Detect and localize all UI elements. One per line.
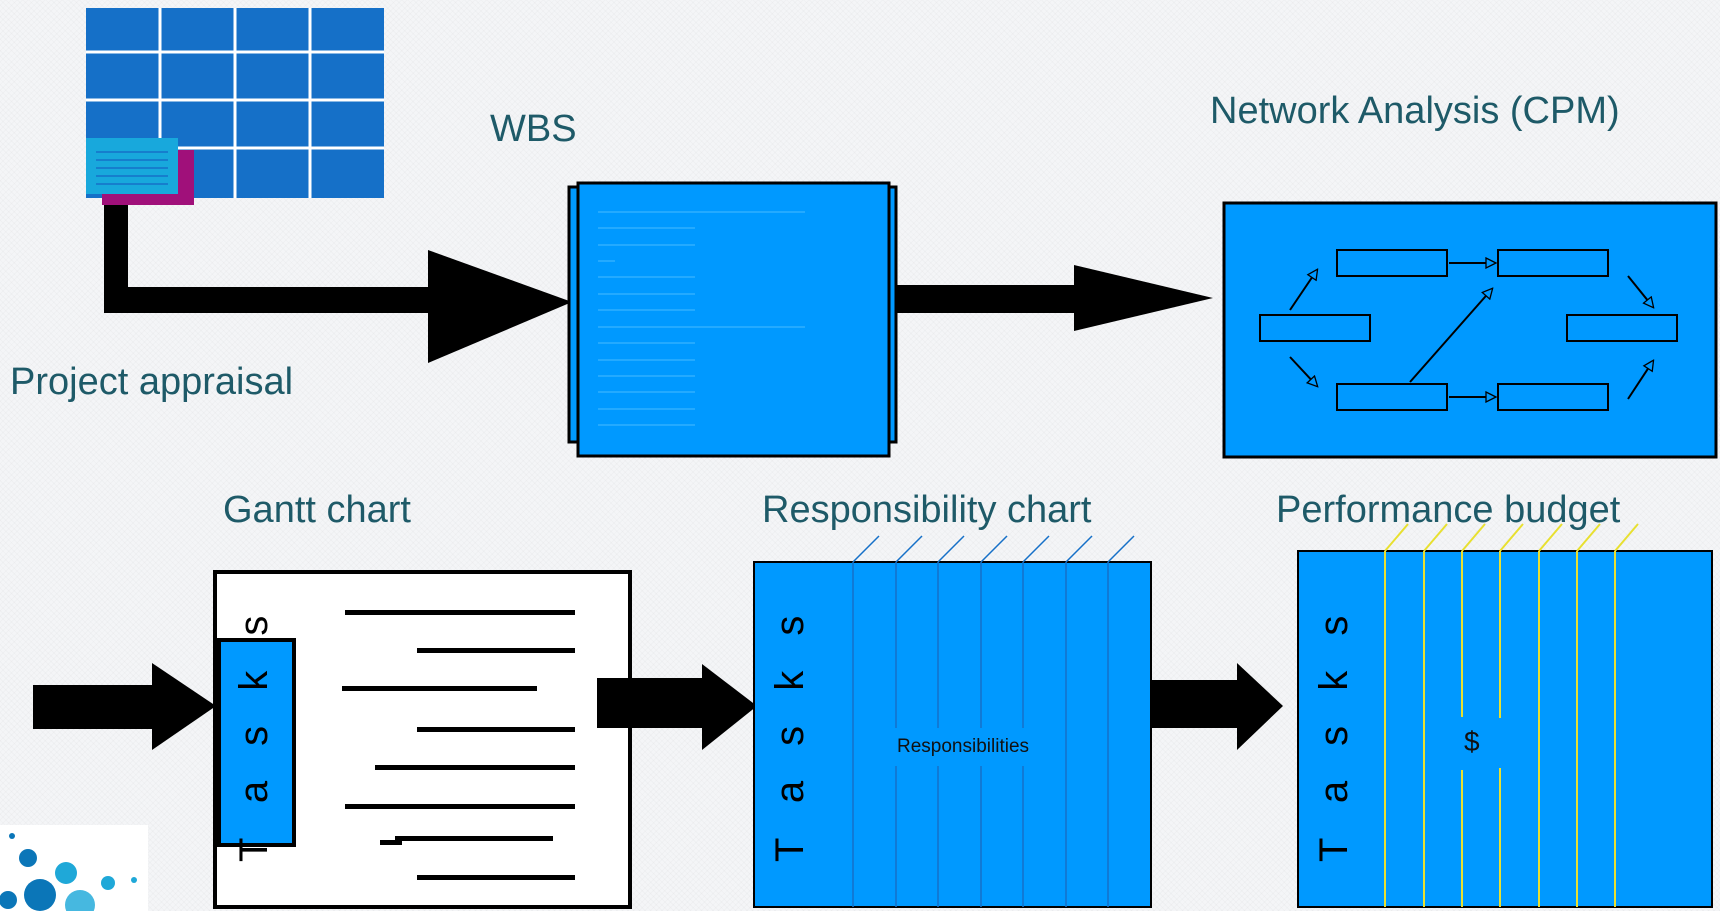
project-appraisal-label: Project appraisal [10, 361, 294, 403]
performance-budget-label: Performance budget [1276, 489, 1621, 531]
responsibilities-label: Responsibilities [897, 736, 1030, 757]
arrow-wbs-to-network [896, 265, 1213, 331]
gantt-bars [342, 610, 575, 880]
gantt-chart-box [213, 570, 632, 909]
arrow-appraisal-to-wbs [104, 205, 572, 363]
gantt-tasks-label: T a s k s [232, 603, 276, 862]
performance-budget-box [1297, 523, 1713, 908]
responsibility-chart-box [753, 535, 1152, 908]
spreadsheet-icon [86, 8, 384, 205]
gantt-chart-label: Gantt chart [223, 489, 411, 531]
dollar-label: $ [1464, 726, 1480, 757]
responsibility-chart-label: Responsibility chart [762, 489, 1092, 531]
network-analysis-label: Network Analysis (CPM) [1210, 90, 1620, 132]
responsibility-tasks-label: T a s k s [768, 603, 812, 862]
budget-tasks-label: T a s k s [1312, 603, 1356, 862]
wbs-document [567, 181, 898, 458]
wbs-label: WBS [490, 108, 577, 150]
arrow-into-gantt [33, 663, 216, 750]
network-analysis-box [1222, 201, 1718, 459]
dots-logo [0, 825, 148, 911]
arrow-responsibility-to-budget [1150, 663, 1283, 750]
arrow-gantt-to-responsibility [597, 664, 757, 750]
